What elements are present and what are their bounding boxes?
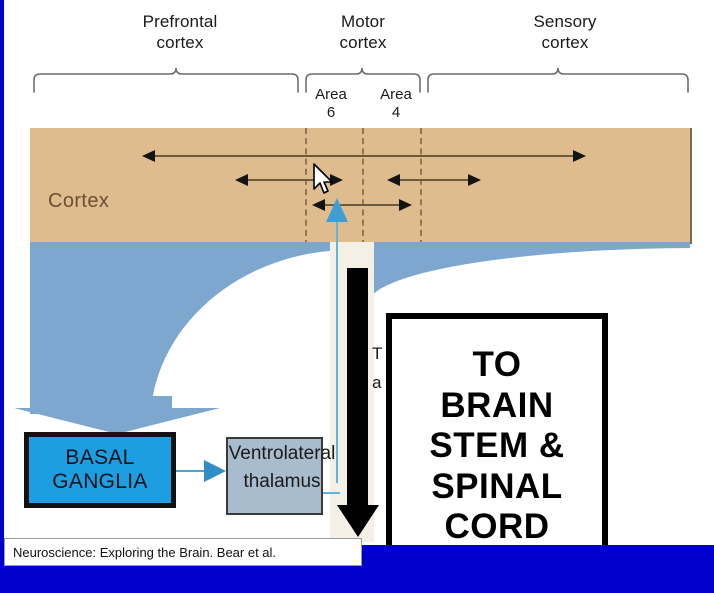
corticocortical-arrow-lower-head-right	[399, 199, 412, 211]
cortex-band	[30, 128, 692, 244]
cortex-label: Cortex	[48, 190, 110, 212]
brainstem-spinal-cord-box[interactable]: TO BRAIN STEM & SPINAL CORD	[386, 313, 608, 580]
citation-box: Neuroscience: Exploring the Brain. Bear …	[4, 538, 362, 566]
thalamus-line1: Ventrolateral	[228, 443, 336, 464]
motor-line1: Motor	[341, 12, 385, 31]
sensory-line1: Sensory	[533, 12, 597, 31]
brainstem-line5: CORD	[444, 507, 550, 547]
corticocortical-arrow-lower-head-left	[312, 199, 325, 211]
bg-to-thalamus-arrow-head	[204, 460, 226, 482]
mouse-pointer-icon	[313, 163, 335, 197]
brainstem-line4: SPINAL	[431, 466, 563, 506]
ventrolateral-thalamus-label: Ventrolateral thalamus	[202, 440, 362, 495]
divider-area6-left	[305, 128, 307, 246]
thalamus-line2: thalamus	[243, 470, 321, 492]
corticocortical-arrow-long-head-left	[142, 150, 155, 162]
region-label-prefrontal: Prefrontal cortex	[110, 12, 250, 53]
corticocortical-arrow-midright-shaft	[400, 179, 468, 181]
corticocortical-arrow-midright-head-right	[468, 174, 481, 186]
occluded-label: T a	[372, 340, 442, 398]
area6-line2: 6	[326, 104, 336, 121]
descending-arrow-head	[337, 505, 379, 537]
region-label-sensory: Sensory cortex	[495, 12, 635, 53]
occluded-line1: T	[372, 344, 383, 363]
area-label-4: Area 4	[368, 86, 424, 122]
bg-to-thalamus-arrow-shaft	[176, 470, 210, 472]
corticocortical-arrow-midleft-shaft	[248, 179, 330, 181]
brainstem-line1: TO	[472, 345, 522, 385]
prefrontal-line2: cortex	[156, 32, 204, 52]
corticocortical-arrow-long-shaft	[155, 155, 573, 157]
corticocortical-arrow-midleft-head-left	[235, 174, 248, 186]
basal-ganglia-output-arrowhead	[14, 408, 220, 434]
corticocortical-arrow-lower-shaft	[325, 204, 399, 206]
descending-arrow-shaft	[347, 268, 368, 511]
motor-line2: cortex	[339, 32, 387, 52]
basal-ganglia-line2: GANGLIA	[52, 470, 148, 493]
slide-left-border	[0, 0, 4, 593]
sensory-line2: cortex	[541, 32, 589, 52]
region-braces	[33, 67, 689, 93]
ventrolateral-thalamus-box[interactable]	[226, 437, 323, 515]
divider-area6-area4	[362, 128, 364, 246]
thalamocortical-arrow-head	[326, 198, 348, 222]
divider-area4-right	[420, 128, 422, 246]
area4-line1: Area	[380, 86, 412, 103]
area-label-6: Area 6	[303, 86, 359, 122]
area4-line2: 4	[391, 104, 401, 121]
basal-ganglia-line1: BASAL	[65, 446, 135, 470]
corticocortical-arrow-long-head-right	[573, 150, 586, 162]
corticocortical-arrow-midright-head-left	[387, 174, 400, 186]
basal-ganglia-box[interactable]: BASAL GANGLIA	[24, 432, 176, 508]
region-label-motor: Motor cortex	[305, 12, 421, 53]
prefrontal-line1: Prefrontal	[142, 12, 218, 31]
occluded-line2: a	[372, 372, 382, 392]
corticocortical-arrow-midleft-head-right	[330, 174, 343, 186]
brainstem-line3: STEM &	[429, 426, 565, 466]
area6-line1: Area	[315, 86, 347, 103]
brainstem-line2: BRAIN	[440, 385, 554, 425]
thalamocortical-arrow-shaft	[336, 215, 338, 483]
citation-text: Neuroscience: Exploring the Brain. Bear …	[13, 544, 277, 560]
